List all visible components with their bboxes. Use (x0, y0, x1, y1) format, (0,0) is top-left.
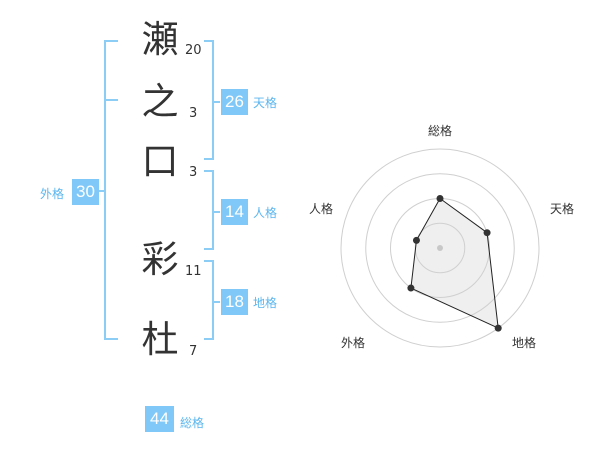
name-char-3: 口 (141, 140, 179, 183)
jinkaku-label: 人格 (253, 206, 278, 220)
radar-point-4 (407, 284, 415, 292)
radar-label-tenkaku: 天格 (550, 202, 575, 216)
name-char-2: 之 (141, 80, 179, 123)
name-char-1: 瀬 (141, 18, 179, 61)
radar-label-soukaku: 総格 (428, 124, 453, 138)
radar-grid-ring-4 (340, 148, 540, 348)
stroke-count-5: 7 (189, 344, 198, 359)
soukaku-value-badge: 44 (145, 406, 174, 432)
jinkaku-value-badge: 14 (221, 199, 248, 225)
radar-center-dot (437, 245, 443, 251)
radar-point-5 (412, 236, 420, 244)
chikaku-value-badge: 18 (221, 289, 248, 315)
tenkaku-label: 天格 (253, 96, 278, 110)
radar-grid-ring-3 (365, 173, 515, 323)
name-char-5: 杜 (141, 318, 179, 361)
radar-point-2 (483, 229, 491, 237)
radar-point-3 (494, 324, 502, 332)
name-char-4: 彩 (141, 238, 179, 281)
stroke-count-1: 20 (185, 43, 202, 58)
gaikaku-label: 外格 (40, 187, 65, 201)
soukaku-label: 総格 (180, 416, 205, 430)
stroke-count-4: 11 (185, 264, 202, 279)
gaikaku-value-badge: 30 (72, 179, 99, 205)
tenkaku-value-badge: 26 (221, 89, 248, 115)
radar-series-polygon (410, 197, 499, 329)
radar-label-gaikaku: 外格 (341, 336, 366, 350)
radar-label-chikaku: 地格 (512, 336, 537, 350)
stroke-count-3: 3 (189, 165, 198, 180)
radar-label-jinkaku: 人格 (309, 202, 334, 216)
chikaku-label: 地格 (253, 296, 278, 310)
stroke-count-2: 3 (189, 106, 198, 121)
radar-point-1 (436, 195, 444, 202)
